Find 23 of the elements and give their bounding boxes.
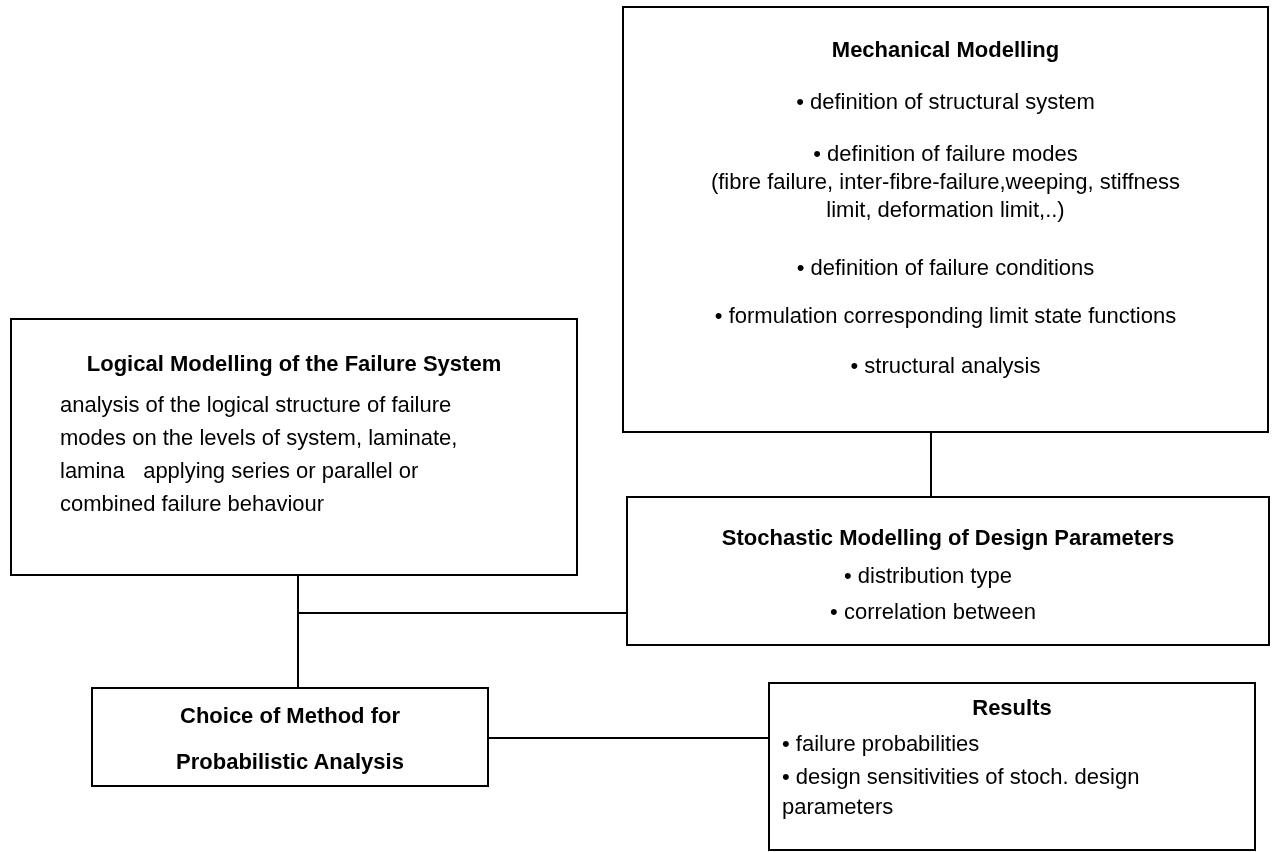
box-text: • distribution type: [844, 562, 1013, 590]
box-text: • correlation between: [830, 598, 1037, 626]
connector-line: [488, 737, 769, 739]
process-box: [622, 6, 1269, 433]
box-heading: Mechanical Modelling: [831, 36, 1060, 64]
box-heading: Choice of Method for Probabilistic Analysis: [175, 702, 405, 776]
box-text: • definition of structural system: [796, 88, 1095, 116]
box-heading: Results: [972, 694, 1052, 722]
connector-line: [930, 432, 932, 497]
box-text: • structural analysis: [850, 352, 1041, 380]
process-box: [10, 318, 578, 576]
box-text: analysis of the logical structure of failure modes on the levels of system, laminate, lamina applying series or parallel or combined failure behaviour: [59, 391, 459, 518]
box-text: • failure probabilities: [781, 730, 981, 758]
box-text: (fibre failure, inter-fibre-failure,weeping, stiffness limit, deformation limit,..): [709, 168, 1182, 224]
box-heading: Stochastic Modelling of Design Parameters: [721, 524, 1175, 552]
box-text: • formulation corresponding limit state functions: [714, 302, 1177, 330]
box-text: • design sensitivities of stoch. design parameters: [781, 763, 1141, 821]
process-box: [91, 687, 489, 787]
box-text: • definition of failure modes: [813, 140, 1078, 168]
box-heading: Logical Modelling of the Failure System: [86, 350, 502, 378]
process-box: [626, 496, 1270, 646]
process-box: [768, 682, 1256, 851]
box-text: • definition of failure conditions: [796, 254, 1095, 282]
